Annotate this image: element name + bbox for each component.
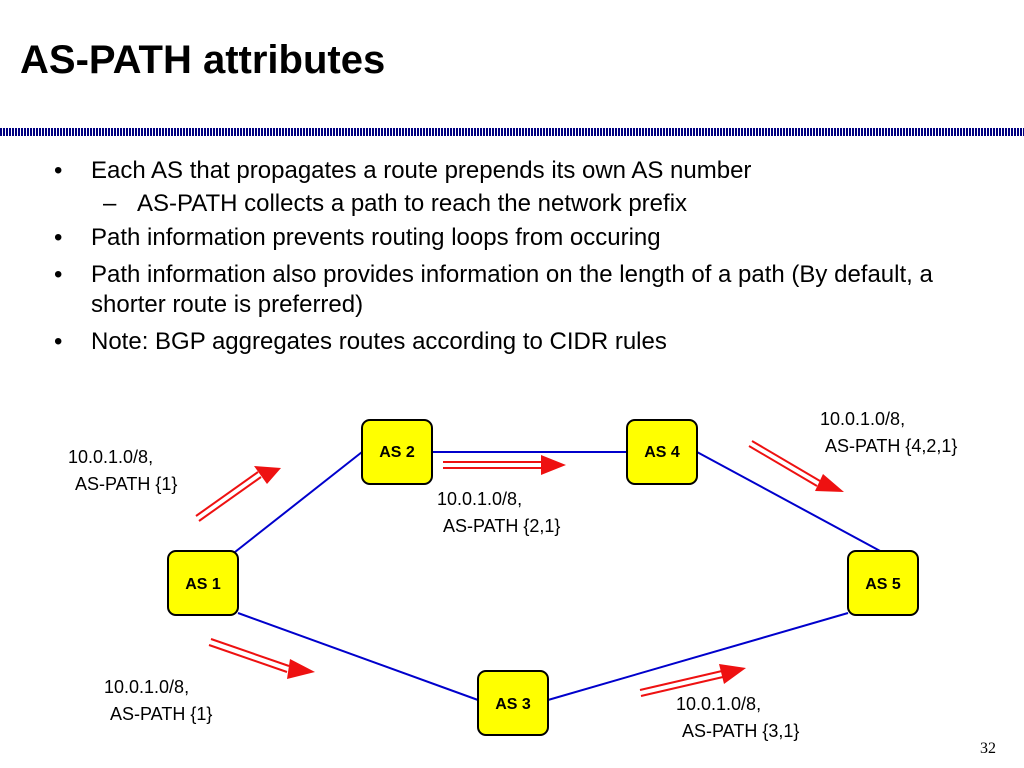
bullet-item: • Path information also provides informa…: [0, 260, 1000, 320]
annotation-as1-as2: 10.0.1.0/8, AS-PATH {1}: [68, 447, 177, 494]
annotation-as-path: AS-PATH {3,1}: [682, 721, 799, 741]
bullet-marker: •: [54, 224, 63, 251]
bullet-text: Path information also provides informati…: [91, 261, 933, 318]
annotation-prefix: 10.0.1.0/8,: [820, 409, 905, 429]
route-arrow-as1-as2: [195, 466, 281, 522]
route-arrow-as4-as5: [748, 440, 844, 492]
annotation-as-path: AS-PATH {1}: [75, 474, 177, 494]
bullet-marker: •: [54, 328, 63, 355]
node-label-as4: AS 4: [644, 444, 680, 461]
annotation-prefix: 10.0.1.0/8,: [676, 694, 761, 714]
page-number: 32: [980, 740, 996, 757]
route-arrow-as1-as3: [208, 638, 315, 679]
route-arrow-as3-as5: [639, 664, 746, 697]
node-as1: AS 1: [167, 550, 239, 616]
node-label-as2: AS 2: [379, 444, 415, 461]
links: [234, 451, 883, 701]
link-as1-as2: [234, 451, 363, 553]
node-as3: AS 3: [477, 670, 549, 736]
annotation-as2-as4: 10.0.1.0/8, AS-PATH {2,1}: [437, 489, 560, 536]
annotation-prefix: 10.0.1.0/8,: [68, 447, 153, 467]
node-as4: AS 4: [626, 419, 698, 485]
sub-bullet-item: – AS-PATH collects a path to reach the n…: [0, 189, 1000, 219]
annotation-as-path: AS-PATH {2,1}: [443, 516, 560, 536]
title-divider: [0, 128, 1024, 136]
annotation-as1-as3: 10.0.1.0/8, AS-PATH {1}: [104, 677, 212, 724]
bullet-text: Path information prevents routing loops …: [91, 224, 661, 251]
bullet-text: Note: BGP aggregates routes according to…: [91, 328, 667, 355]
bullet-item: • Each AS that propagates a route prepen…: [0, 156, 1000, 186]
link-as4-as5: [696, 451, 883, 553]
link-as1-as3: [237, 612, 479, 701]
bullet-item: • Note: BGP aggregates routes according …: [0, 327, 1000, 357]
bullet-text: Each AS that propagates a route prepends…: [91, 157, 752, 184]
annotation-prefix: 10.0.1.0/8,: [437, 489, 522, 509]
annotation-as-path: AS-PATH {1}: [110, 704, 212, 724]
annotation-prefix: 10.0.1.0/8,: [104, 677, 189, 697]
node-as2: AS 2: [361, 419, 433, 485]
annotation-as-path: AS-PATH {4,2,1}: [825, 436, 957, 456]
node-label-as3: AS 3: [495, 696, 531, 713]
link-as3-as5: [547, 612, 849, 701]
bullet-list: • Each AS that propagates a route prepen…: [0, 156, 1000, 364]
route-arrow-as2-as4: [443, 455, 566, 475]
node-label-as1: AS 1: [185, 576, 221, 593]
slide-title: AS-PATH attributes: [20, 38, 386, 82]
bullet-marker: •: [54, 157, 63, 184]
annotation-as4-as5: 10.0.1.0/8, AS-PATH {4,2,1}: [820, 409, 957, 456]
node-label-as5: AS 5: [865, 576, 901, 593]
bullet-item: • Path information prevents routing loop…: [0, 223, 1000, 253]
annotation-as3-as5: 10.0.1.0/8, AS-PATH {3,1}: [676, 694, 799, 741]
bullet-marker: •: [54, 261, 63, 288]
sub-bullet-text: AS-PATH collects a path to reach the net…: [137, 190, 688, 217]
node-as5: AS 5: [847, 550, 919, 616]
sub-bullet-marker: –: [103, 190, 117, 217]
